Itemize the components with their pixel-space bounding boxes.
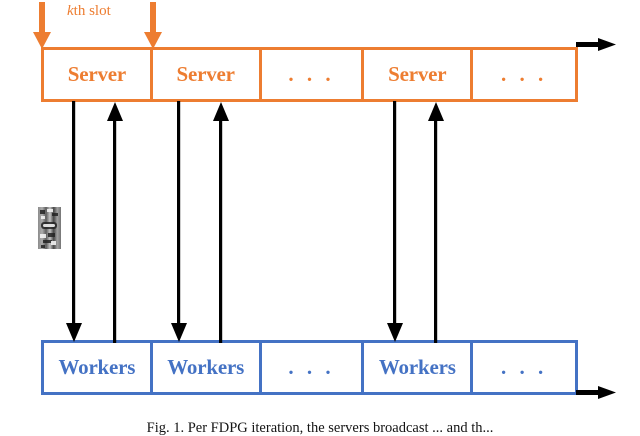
server-cell-0: Server: [44, 50, 153, 99]
worker-cell-3: Workers: [364, 343, 474, 392]
upload-arrow-up-3-icon: [427, 101, 445, 343]
slot-boundary-arrow-left: [33, 2, 51, 50]
server-cell-4-ellipsis: . . .: [500, 62, 548, 86]
server-row: Server Server . . . Server . . .: [41, 47, 578, 102]
kth-slot-label: kth slot: [67, 4, 111, 19]
broadcast-arrow-down-2-icon: [170, 101, 188, 343]
worker-cell-4-ellipsis: . . .: [500, 355, 548, 379]
figure-caption: Fig. 1. Per FDPG iteration, the servers …: [146, 421, 494, 436]
kth-slot-label-k: k: [67, 3, 74, 19]
broadcast-arrow-down-3-icon: [386, 101, 404, 343]
worker-cell-2-ellipsis: . . .: [262, 343, 365, 392]
illegible-glyph-artifact: [38, 207, 61, 249]
upload-arrow-up-2-icon: [212, 101, 230, 343]
worker-row: Workers Workers . . . Workers . . .: [41, 340, 578, 395]
worker-cell-0: Workers: [44, 343, 153, 392]
broadcast-arrow-down-1-icon: [65, 101, 83, 343]
server-cell-2-ellipsis: . . .: [262, 50, 365, 99]
kth-slot-label-suffix: th slot: [73, 3, 111, 19]
server-cell-1: Server: [153, 50, 262, 99]
slot-boundary-arrow-right: [144, 2, 162, 50]
worker-cell-1: Workers: [153, 343, 262, 392]
worker-timeline-arrow-icon: [576, 386, 616, 400]
upload-arrow-up-1-icon: [106, 101, 124, 343]
server-timeline-arrow-icon: [576, 38, 616, 52]
server-cell-3: Server: [364, 50, 474, 99]
